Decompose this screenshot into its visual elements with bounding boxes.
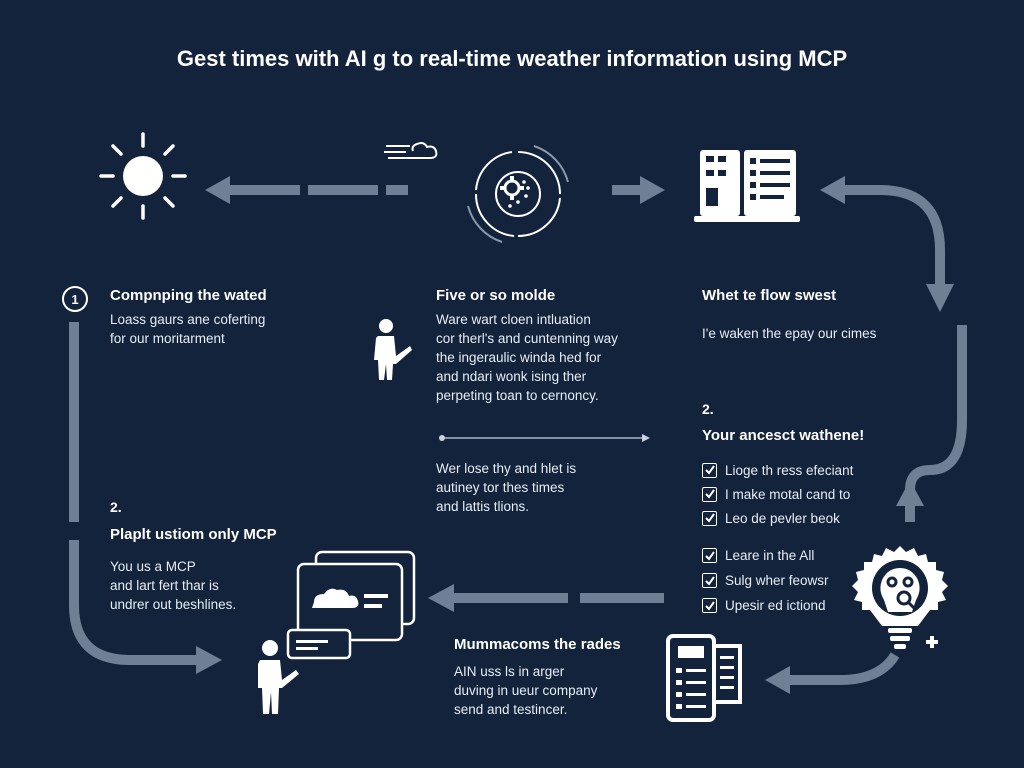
arrowhead-up: [896, 480, 924, 506]
checkbox-icon: [702, 548, 717, 563]
text-line: AIN uss ls in arger: [454, 664, 565, 679]
step-number-badge: 1: [62, 286, 88, 312]
arrowhead-right: [640, 176, 665, 204]
text-line: send and testincer.: [454, 702, 568, 717]
text-line: for our moritarment: [110, 331, 225, 346]
cloud-icon: [384, 142, 438, 159]
checklist-item: Lioge th ress efeciant: [702, 458, 853, 482]
checklist-label: Upesir ed ictiond: [725, 598, 826, 613]
document-list-icon: [666, 634, 742, 722]
checklist-item: Upesir ed ictiond: [702, 593, 829, 618]
arrowhead-left: [428, 584, 454, 612]
middle-section-body: Ware wart cloen intluation cor therl's a…: [436, 310, 618, 405]
text-line: and lattis tlions.: [436, 499, 530, 514]
arrowhead-right: [196, 646, 222, 674]
text-line: cor therl's and cuntenning way: [436, 331, 618, 346]
bottom-section-heading: Mummacoms the rades: [454, 636, 621, 653]
arrow-curve-right-lower: [905, 325, 967, 522]
text-line: the ingeraulic winda hed for: [436, 350, 602, 365]
step2-right-heading: Your ancesct wathene!: [702, 427, 865, 444]
text-line: Ware wart cloen intluation: [436, 312, 591, 327]
lightbulb-icon: [852, 546, 948, 649]
connector-dot: [439, 435, 445, 441]
checklist-label: Leare in the All: [725, 548, 815, 563]
gear-cycle-icon: [467, 145, 569, 243]
arrowhead-down: [926, 284, 954, 312]
checklist-item: Sulg wher feowsr: [702, 568, 829, 593]
dashboard-icon: [694, 150, 800, 222]
person-icon: [374, 319, 412, 380]
step-number: 2.: [702, 401, 714, 417]
checklist-item: Leo de pevler beok: [702, 506, 853, 530]
checklist-a: Lioge th ress efeciant I make motal cand…: [702, 458, 853, 530]
checklist-item: I make motal cand to: [702, 482, 853, 506]
text-line: You us a MCP: [110, 559, 196, 574]
bottom-section-body: AIN uss ls in arger duving in ueur compa…: [454, 662, 597, 719]
checkbox-icon: [702, 462, 717, 478]
step-number: 2.: [110, 499, 122, 515]
sun-icon: [99, 132, 187, 220]
checklist-label: I make motal cand to: [725, 486, 851, 502]
arrowhead-left: [205, 176, 230, 204]
checkbox-icon: [702, 598, 717, 613]
text-line: duving in ueur company: [454, 683, 598, 698]
connector-arrowhead: [642, 434, 650, 442]
text-line: Loass gaurs ane coferting: [110, 312, 266, 327]
right-section-body: I'e waken the epay our cimes: [702, 326, 877, 341]
checklist-label: Leo de pevler beok: [725, 510, 840, 526]
checklist-b: Leare in the All Sulg wher feowsr Upesir…: [702, 543, 829, 618]
arrow-curve-left: [69, 540, 200, 665]
person-icon: [258, 640, 299, 714]
text-line: Wer lose thy and hlet is: [436, 461, 577, 476]
arrow-curve-right: [838, 185, 945, 286]
right-section-heading: Whet te flow swest: [702, 287, 837, 304]
checkbox-icon: [702, 510, 717, 526]
arrowhead-left: [820, 176, 845, 204]
left-section-heading: Compnping the wated: [110, 287, 267, 304]
text-line: undrer out beshlines.: [110, 597, 237, 612]
checkbox-icon: [702, 486, 717, 502]
arrow-curve-bottom: [782, 652, 900, 685]
text-line: and ndari wonk ising ther: [436, 369, 587, 384]
checklist-label: Lioge th ress efeciant: [725, 462, 854, 478]
checklist-item: Leare in the All: [702, 543, 829, 568]
middle-section-heading: Five or so molde: [436, 287, 556, 304]
page-title: Gest times with AI g to real-time weathe…: [176, 46, 848, 71]
step2-left-body: You us a MCP and lart fert thar is undre…: [110, 557, 236, 614]
text-line: and lart fert thar is: [110, 578, 219, 593]
text-line: perpeting toan to cernoncy.: [436, 388, 599, 403]
chat-windows-icon: [286, 550, 416, 660]
left-section-body: Loass gaurs ane coferting for our morita…: [110, 310, 265, 348]
step2-left-heading: Plaplt ustiom only MCP: [110, 526, 277, 543]
text-line: autiney tor thes times: [436, 480, 565, 495]
checkbox-icon: [702, 573, 717, 588]
arrowhead-left: [765, 666, 790, 694]
middle-section-lower-body: Wer lose thy and hlet is autiney tor the…: [436, 459, 576, 516]
checklist-label: Sulg wher feowsr: [725, 573, 829, 588]
